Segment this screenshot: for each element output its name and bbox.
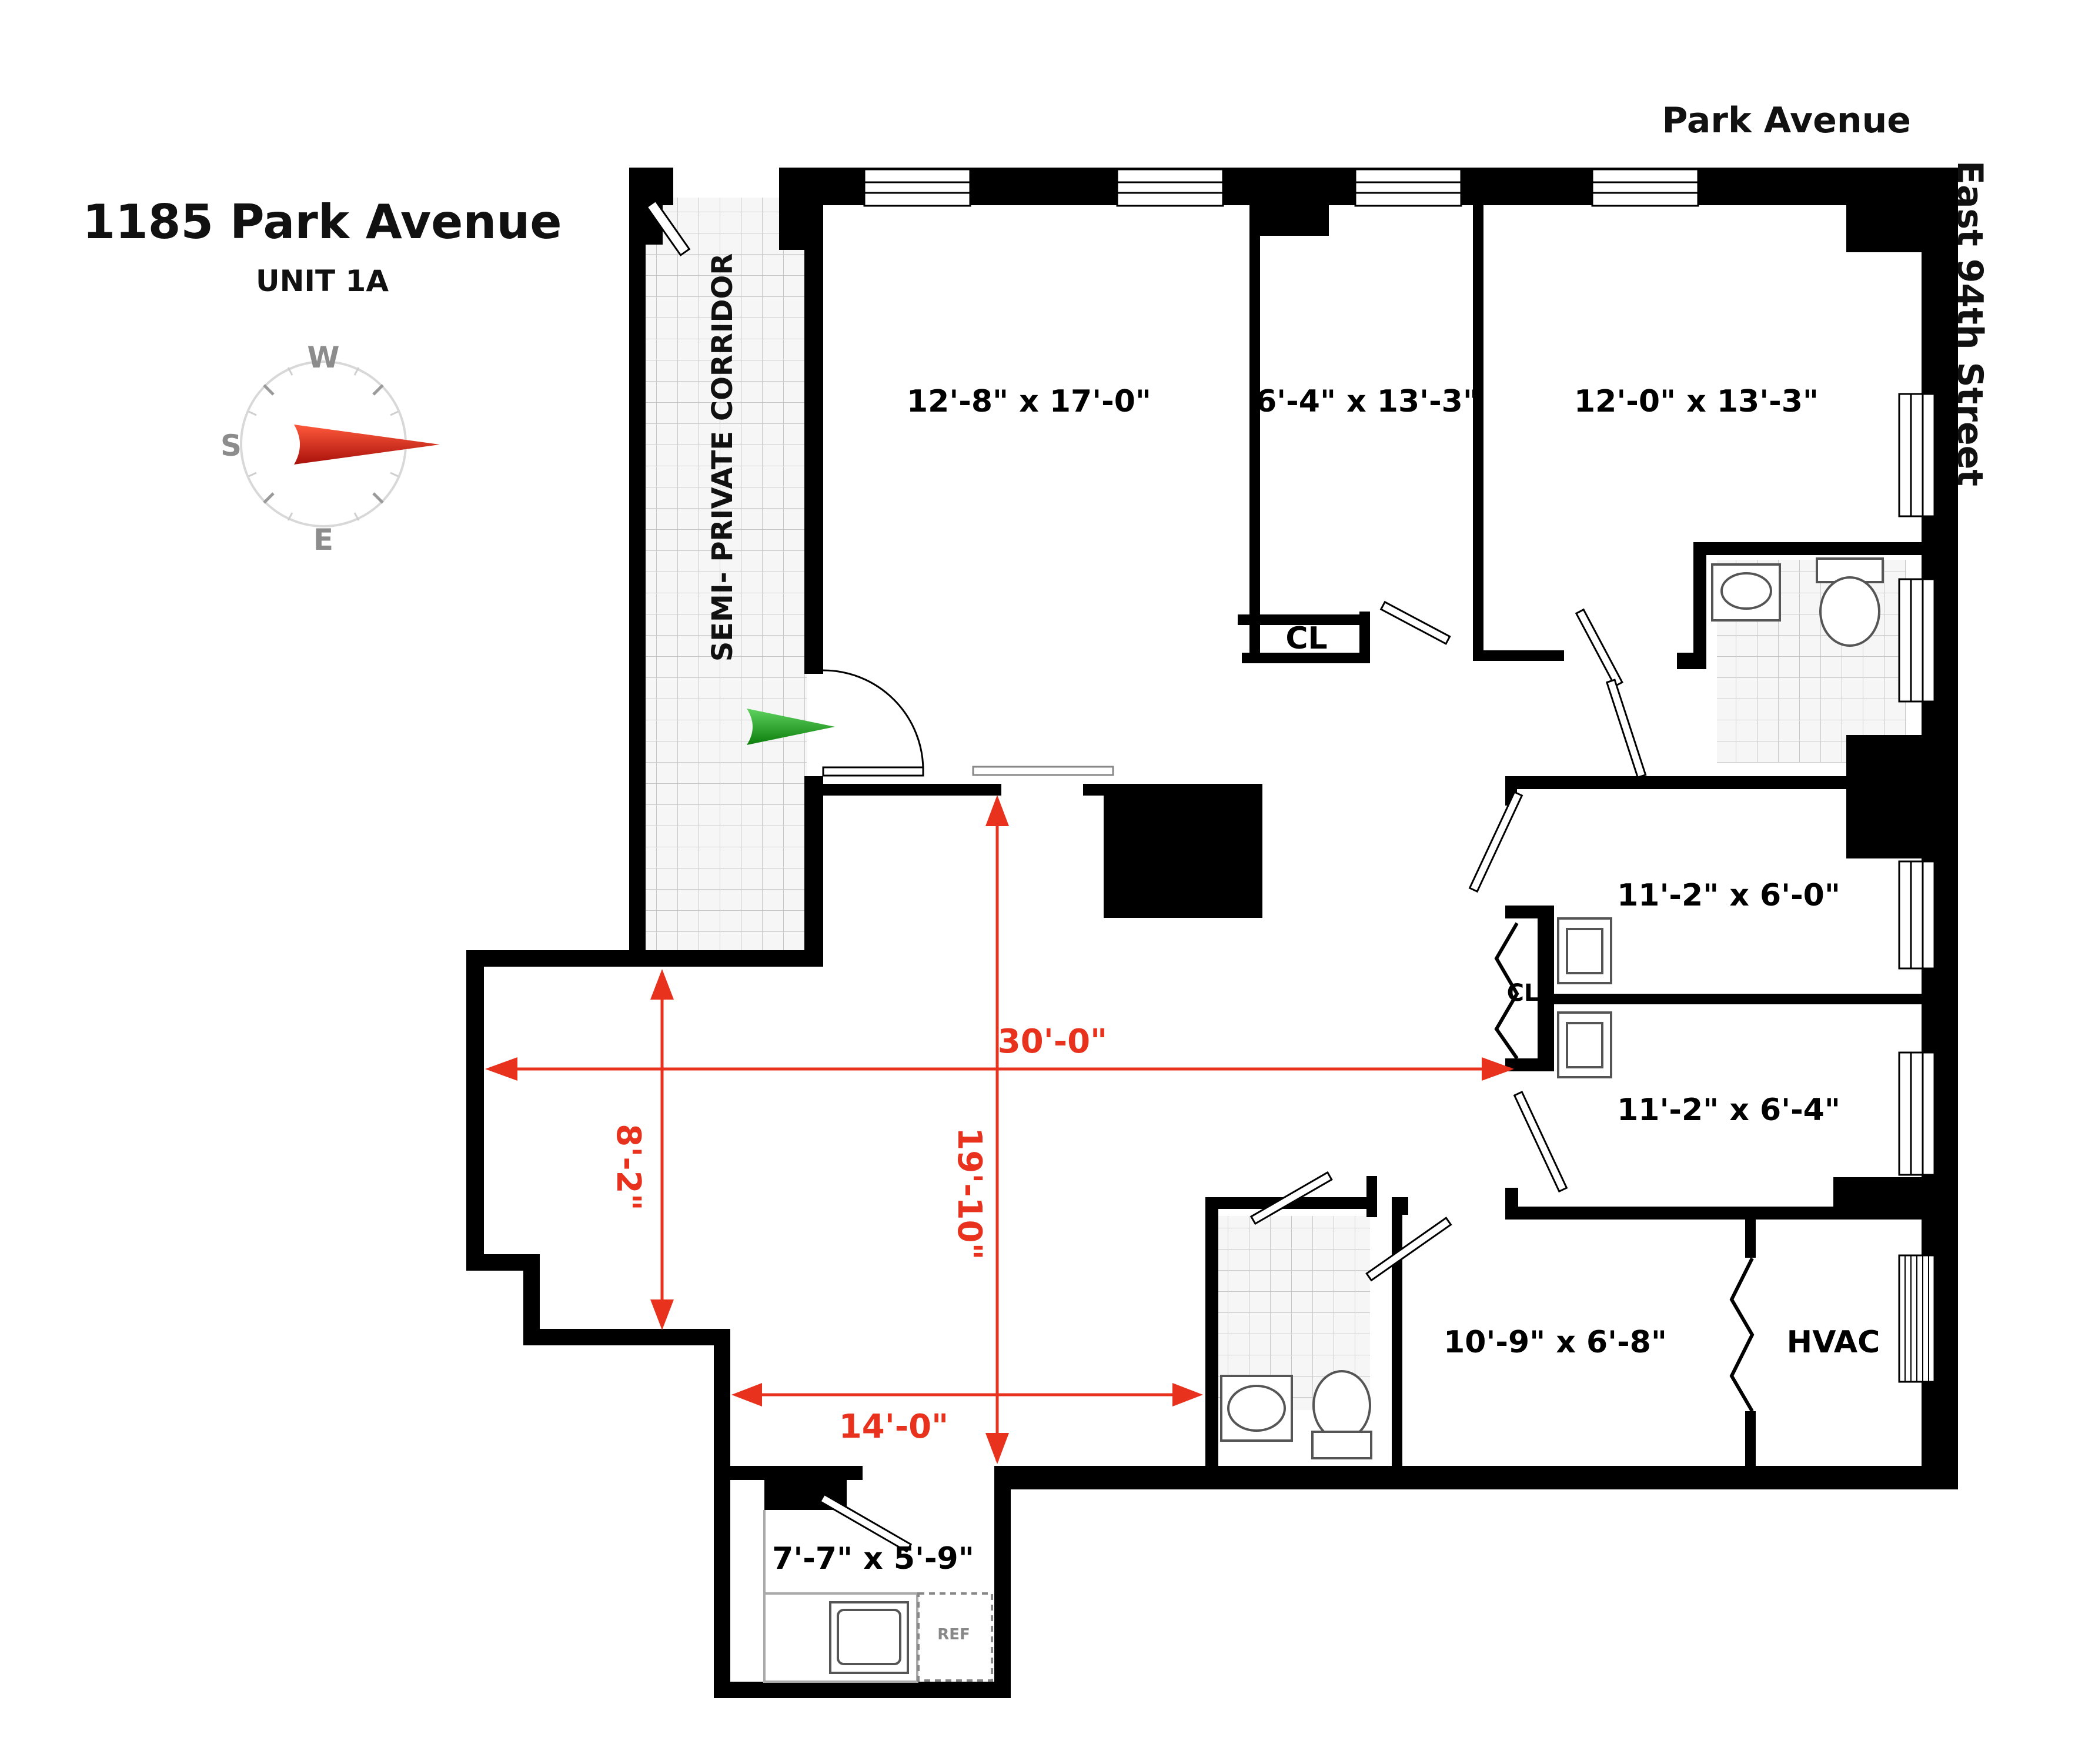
compass-needle-icon (294, 425, 440, 465)
room-label-a: 12'-8" x 17'-0" (907, 384, 1151, 419)
compass-label-bottom: E (313, 523, 333, 557)
windows (863, 168, 1936, 1383)
doors (646, 199, 1755, 1553)
room-label-hvac: HVAC (1787, 1325, 1880, 1360)
dimension-height-west: 8'-2" (609, 1124, 647, 1211)
compass-icon: W S E (220, 340, 440, 557)
sink-icon (1220, 1375, 1293, 1442)
entry-arrow-icon (747, 709, 835, 745)
dimension-lines (485, 795, 1514, 1464)
toilet-icon (1816, 557, 1884, 647)
room-label-kitchen: 7'-7" x 5'-9" (772, 1541, 974, 1576)
closet-label-2: CL (1507, 980, 1539, 1007)
closet-label-1: CL (1285, 621, 1327, 656)
room-label-c: 12'-0" x 13'-3" (1574, 384, 1819, 419)
ref-label: REF (937, 1626, 970, 1643)
compass-label-top: W (307, 340, 339, 375)
sink-icon (829, 1601, 909, 1674)
sink-icon (1557, 917, 1612, 984)
room-label-d: 11'-2" x 6'-0" (1617, 878, 1840, 913)
dimension-width-south: 14'-0" (839, 1408, 948, 1446)
dimension-width-main: 30'-0" (998, 1023, 1107, 1061)
exterior-walls (466, 168, 1958, 1698)
room-label-f: 10'-9" x 6'-8" (1444, 1325, 1667, 1360)
dimension-height-main: 19'-10" (950, 1127, 988, 1259)
sink-icon (1557, 1011, 1612, 1078)
fixtures: REF (763, 557, 1884, 1683)
room-label-b: 6'-4" x 13'-3" (1255, 384, 1479, 419)
building-title: 1185 Park Avenue (82, 195, 562, 249)
room-label-e: 11'-2" x 6'-4" (1617, 1093, 1840, 1128)
interior-walls (822, 198, 1923, 1479)
street-label-north: Park Avenue (1662, 100, 1911, 141)
sink-icon (1711, 563, 1781, 622)
unit-label: UNIT 1A (256, 264, 389, 298)
toilet-icon (1311, 1370, 1372, 1459)
refrigerator-icon: REF (917, 1592, 993, 1682)
corridor-label: SEMI- PRIVATE CORRIDOR (706, 253, 739, 662)
compass-label-left: S (220, 429, 242, 463)
